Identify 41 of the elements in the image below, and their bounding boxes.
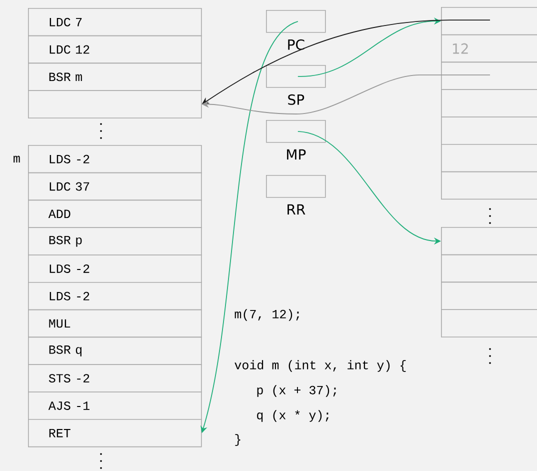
empty-cell	[28, 90, 202, 118]
code-line: void m (int x, int y) {	[234, 360, 406, 372]
stack-cell	[441, 282, 537, 310]
stack-cell: 12	[441, 34, 537, 63]
instruction-cell: BSR m	[28, 62, 202, 91]
instruction-cell: LDC 12	[28, 35, 202, 64]
code-line: q (x * y);	[257, 410, 328, 422]
code-line: m(7, 12);	[234, 309, 299, 321]
stack-cell	[441, 171, 537, 200]
register-box: RR	[266, 175, 326, 215]
node-label: PC	[288, 39, 304, 50]
register-box: SP	[266, 65, 326, 105]
instruction-cell: MUL	[28, 309, 202, 338]
instruction-cell: STS -2	[28, 364, 202, 392]
stack-cell	[441, 116, 537, 145]
node-label: MP	[287, 149, 306, 160]
row-label: m	[14, 156, 20, 162]
instruction-cell: LDS -2	[28, 254, 202, 283]
instruction-cell: LDC 7	[28, 8, 202, 36]
stack-cell	[441, 227, 537, 256]
node-label: 12	[452, 43, 468, 54]
instruction-cell: BSR q	[28, 336, 202, 365]
instruction-cell: AJS -1	[28, 392, 202, 420]
register-box: PC	[266, 10, 326, 50]
stack-cell	[441, 309, 537, 338]
instruction-cell: RET	[28, 419, 202, 448]
instruction-cell: BSR p	[28, 227, 202, 256]
stack-cell	[441, 62, 537, 90]
code-line: p (x + 37);	[257, 385, 336, 397]
instruction-cell: LDS -2	[28, 282, 202, 310]
stack-cell	[441, 254, 537, 283]
code-line: }	[235, 434, 240, 446]
node-label: SP	[288, 94, 304, 105]
stack-cell	[441, 7, 537, 36]
node-label: RR	[288, 204, 306, 215]
register-box: MP	[266, 120, 326, 160]
instruction-cell: LDS -2	[28, 145, 202, 174]
instruction-cell: LDC 37	[28, 172, 202, 201]
stack-cell	[441, 89, 537, 118]
stack-cell	[441, 144, 537, 172]
instruction-cell: ADD	[28, 200, 202, 228]
